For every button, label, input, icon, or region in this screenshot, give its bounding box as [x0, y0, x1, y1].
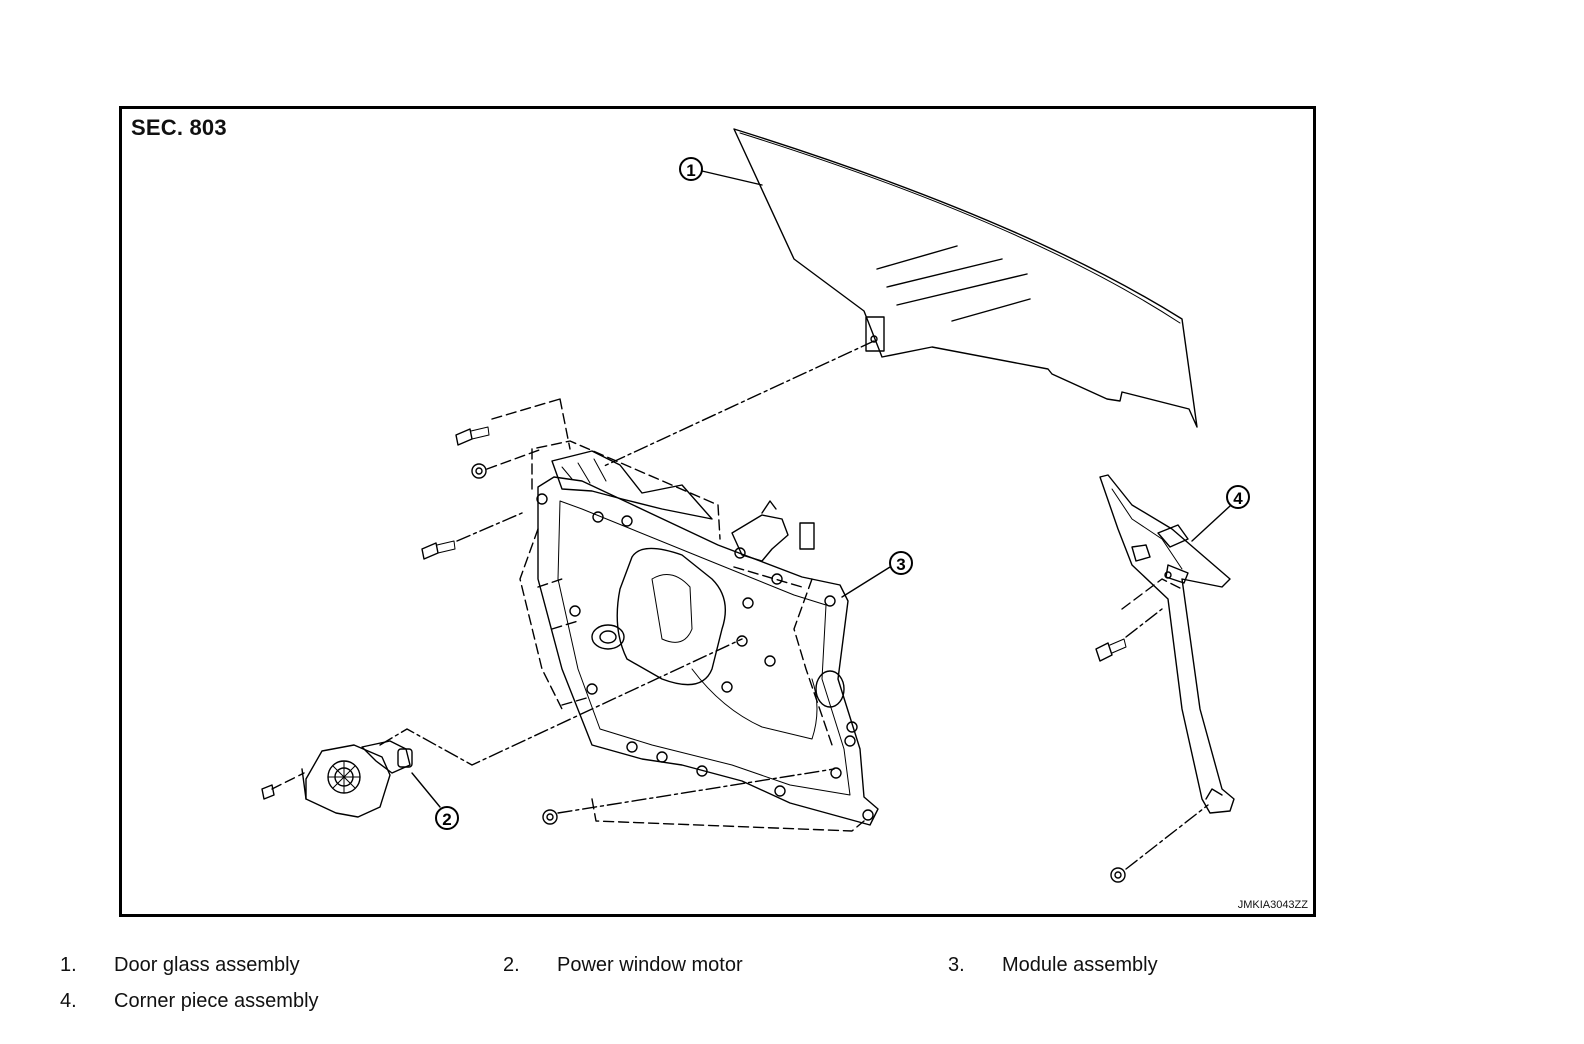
svg-text:3: 3 — [896, 555, 905, 574]
module-fasteners — [421, 398, 835, 825]
legend-number: 2. — [503, 954, 520, 976]
legend-label: Power window motor — [557, 954, 743, 976]
door-glass-drawing — [733, 128, 1198, 428]
legend-label: Corner piece assembly — [114, 990, 319, 1012]
callout-2: 2 — [411, 772, 459, 830]
callout-1: 1 — [679, 157, 763, 186]
legend-item-1: 1. Door glass assembly — [60, 954, 500, 980]
exploded-view-drawing: 1 — [261, 128, 1250, 883]
legend-item-4: 4. Corner piece assembly — [60, 990, 500, 1016]
reference-code: JMKIA3043ZZ — [1237, 899, 1308, 911]
power-window-motor-drawing — [261, 740, 413, 818]
callout-4: 4 — [1191, 485, 1250, 542]
svg-text:1: 1 — [686, 161, 695, 180]
legend-number: 4. — [60, 990, 77, 1012]
legend-item-3: 3. Module assembly — [948, 954, 1388, 980]
svg-text:2: 2 — [442, 810, 451, 829]
callout-3: 3 — [841, 551, 913, 598]
svg-text:4: 4 — [1233, 489, 1243, 508]
corner-piece-fasteners — [1095, 608, 1209, 883]
legend-label: Door glass assembly — [114, 954, 300, 976]
legend-number: 3. — [948, 954, 965, 976]
module-assembly-drawing — [519, 440, 879, 832]
diagram-frame: 1 — [119, 106, 1316, 917]
legend-item-2: 2. Power window motor — [503, 954, 943, 980]
section-title: SEC. 803 — [131, 115, 227, 140]
legend-label: Module assembly — [1002, 954, 1158, 976]
corner-piece-drawing — [1099, 474, 1235, 814]
motor-leader-line — [379, 638, 743, 766]
legend-number: 1. — [60, 954, 77, 976]
